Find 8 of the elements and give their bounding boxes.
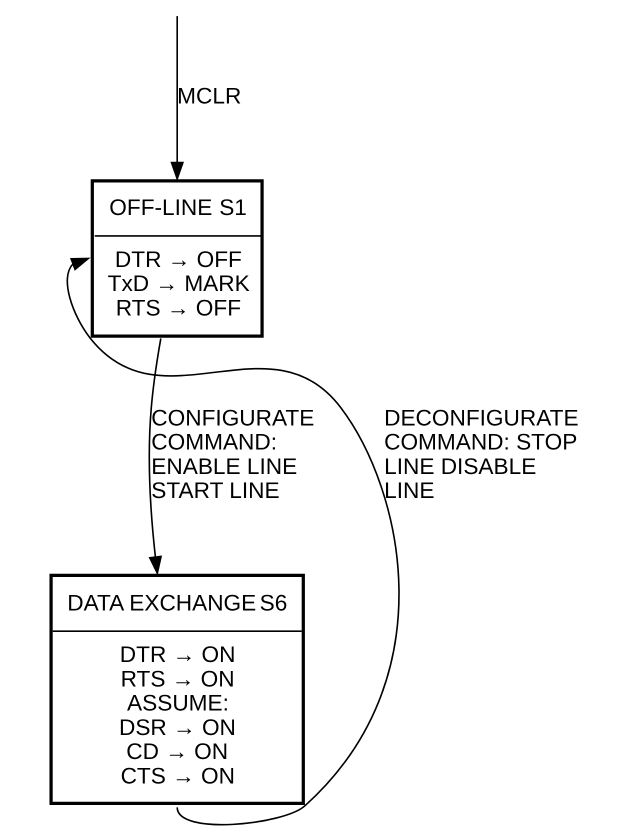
node-box: DATA EXCHANGE S6 DTR → ON RTS → ON ASSUME: DSR → ON CD → ON CTS → ON	[49, 574, 305, 805]
edge-label: MCLR	[177, 84, 242, 109]
edge-label: CONFIGURATE COMMAND: ENABLE LINE START LINE	[151, 405, 314, 504]
arrow	[170, 16, 184, 182]
arrow	[148, 338, 162, 576]
arrow	[66, 258, 400, 826]
edge-label: DECONFIGURATE COMMAND: STOP LINE DISABLE LINE	[384, 405, 579, 504]
node-box: OFF-LINE S1 DTR → OFF TxD → MARK RTS → OFF	[90, 179, 264, 338]
